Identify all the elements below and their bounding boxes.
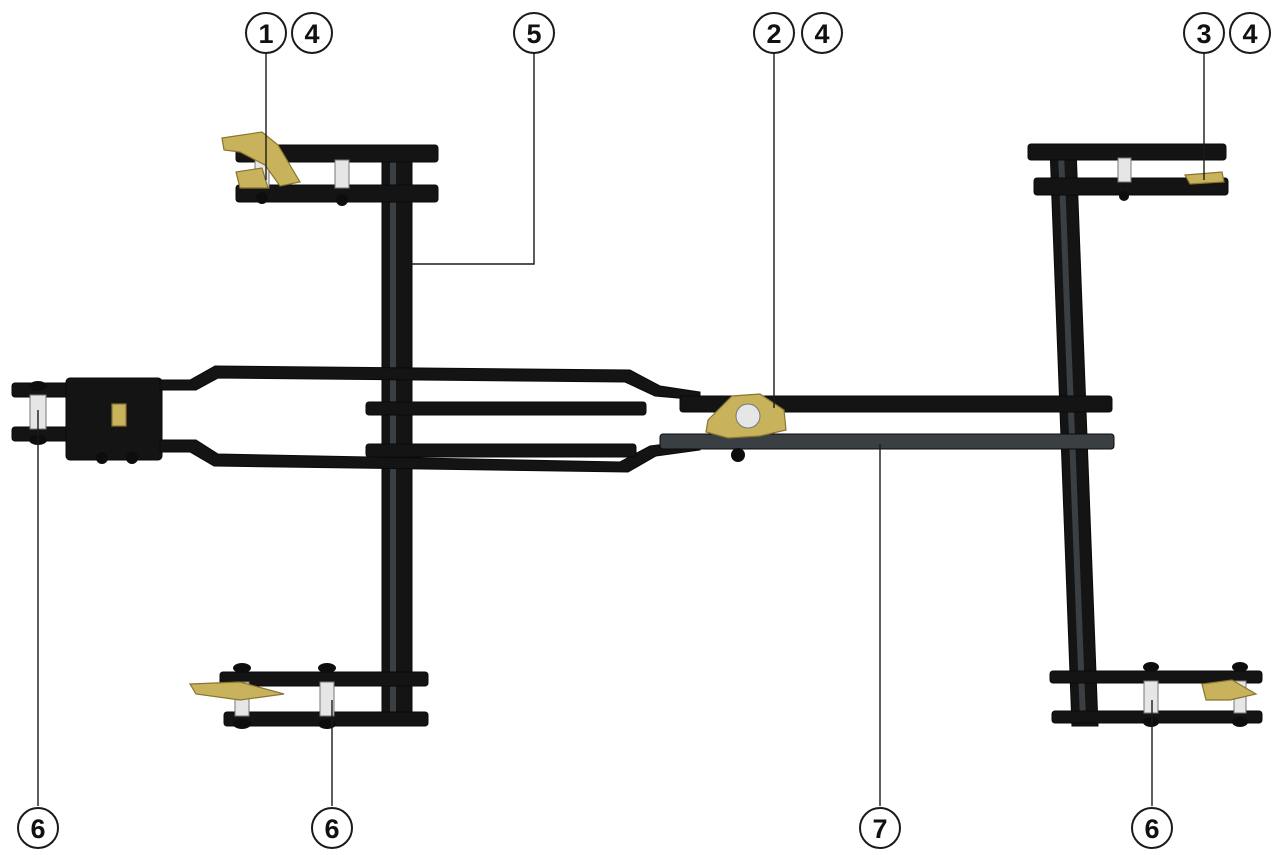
svg-text:6: 6 bbox=[324, 814, 339, 844]
callout-1: 1 bbox=[245, 12, 287, 54]
svg-text:5: 5 bbox=[526, 19, 541, 49]
svg-text:4: 4 bbox=[304, 19, 319, 49]
left-vertical-post bbox=[381, 145, 413, 727]
svg-text:7: 7 bbox=[872, 814, 887, 844]
top-right-bracket bbox=[1027, 143, 1229, 201]
upper-rail bbox=[365, 395, 1113, 416]
top-left-bracket bbox=[221, 131, 439, 206]
callout-4-top-right: 4 bbox=[1229, 12, 1271, 54]
callout-5: 5 bbox=[513, 12, 555, 54]
callout-6-bottom-left: 6 bbox=[311, 807, 353, 849]
svg-text:6: 6 bbox=[1144, 814, 1159, 844]
callout-6-bottom-right: 6 bbox=[1131, 807, 1173, 849]
svg-text:3: 3 bbox=[1196, 19, 1211, 49]
callout-3: 3 bbox=[1183, 12, 1225, 54]
callout-6-left: 6 bbox=[17, 807, 59, 849]
svg-text:4: 4 bbox=[1242, 19, 1257, 49]
center-pivot-clamp bbox=[705, 393, 787, 439]
callout-7: 7 bbox=[859, 807, 901, 849]
lower-rail bbox=[365, 433, 1115, 462]
svg-text:4: 4 bbox=[814, 19, 829, 49]
bottom-left-bracket bbox=[188, 663, 429, 729]
callout-4-center: 4 bbox=[801, 12, 843, 54]
callout-2: 2 bbox=[753, 12, 795, 54]
svg-text:6: 6 bbox=[30, 814, 45, 844]
svg-text:2: 2 bbox=[766, 19, 781, 49]
callout-4-top-left: 4 bbox=[291, 12, 333, 54]
left-front-clevis bbox=[11, 377, 163, 464]
bottom-right-bracket bbox=[1049, 662, 1263, 727]
leader-lines bbox=[37, 50, 1205, 806]
svg-text:1: 1 bbox=[258, 19, 273, 49]
